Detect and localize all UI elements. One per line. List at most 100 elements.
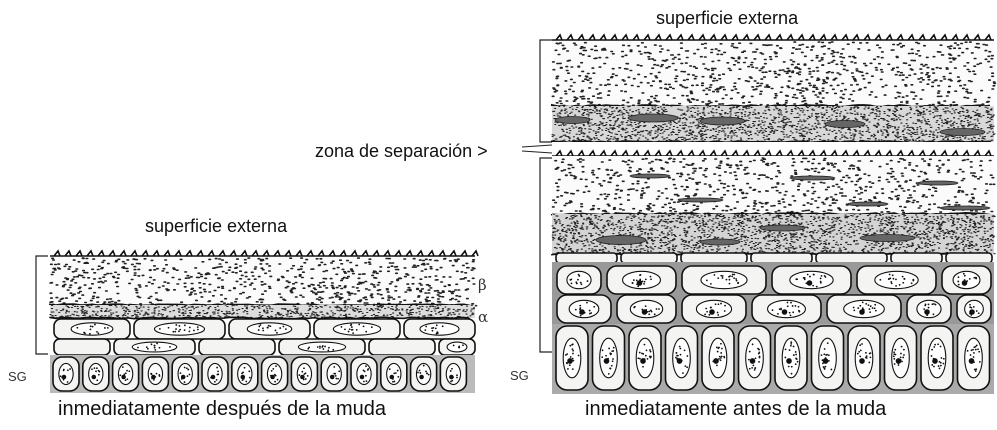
right-basal-cell-1-nucleolus — [604, 358, 610, 364]
right-basal-cell-7-nucleus — [819, 338, 837, 378]
right-basal-cell-3 — [666, 326, 698, 390]
left-basal-cell-2 — [113, 357, 139, 391]
left-basal-cell-3-nucleolus — [151, 375, 156, 380]
new-alpha-lens-2 — [760, 225, 805, 231]
left-basal-cell-8-nucleolus — [300, 375, 305, 380]
right-basal-cell-10-nucleolus — [932, 358, 938, 364]
right-mid-cell-b-6-nucleolus — [969, 309, 975, 315]
left-flat-cell-0-nucleus — [71, 323, 113, 335]
right-basal-cell-11 — [958, 326, 990, 390]
left-flat-cell-1 — [134, 319, 225, 339]
right-mid-cell-b-0-nucleolus — [579, 309, 585, 315]
right-mid-cell-b-3 — [752, 295, 821, 323]
right-basal-cell-5-nucleolus — [750, 358, 756, 364]
left-basal-cell-9 — [321, 357, 347, 391]
left-thin-cell-5-nucleus — [447, 342, 467, 352]
right-thin-cell-4 — [816, 253, 887, 263]
old-alpha-lens-2 — [700, 117, 745, 125]
right-basal-cell-6-nucleolus — [786, 358, 792, 364]
right-basal-cell-10 — [921, 326, 953, 390]
left-basal-cell-0-nucleolus — [62, 375, 67, 380]
right-mid-cell-b-3-nucleus — [768, 300, 806, 317]
left-basal-cell-1 — [83, 357, 109, 391]
right-caption: inmediatamente antes de la muda — [585, 398, 886, 421]
right-mid-cell-b-2-nucleus — [696, 300, 731, 317]
right-mid-cell-a-1-nucleolus — [637, 280, 643, 286]
right-mid-cell-a-5-nucleolus — [962, 280, 968, 286]
left-basal-cell-6 — [232, 357, 258, 391]
left-flat-cell-4 — [404, 319, 475, 339]
right-mid-cell-a-4 — [857, 266, 936, 294]
left-basal-cell-11 — [381, 357, 407, 391]
right-basal-cell-8 — [848, 326, 880, 390]
alpha-layer-label: α — [478, 308, 488, 326]
right-basal-cell-2 — [629, 326, 661, 390]
left-thin-cell-5 — [439, 339, 475, 355]
left-basal-cell-9-nucleolus — [330, 375, 335, 380]
left-top-label: superficie externa — [145, 216, 287, 237]
right-basal-cell-4 — [702, 326, 734, 390]
right-basal-cell-5 — [739, 326, 771, 390]
left-flat-cell-2 — [229, 319, 310, 339]
left-thin-cell-0 — [54, 339, 110, 355]
left-basal-cell-1-nucleus — [89, 363, 103, 384]
right-panel-before-molt — [522, 35, 995, 394]
left-basal-cell-1-nucleolus — [92, 375, 97, 380]
new-alpha-lens-0 — [596, 236, 646, 245]
left-flat-cell-4-nucleus — [420, 323, 459, 335]
left-sg-label: SG — [8, 369, 27, 384]
right-mid-cell-b-5-nucleolus — [924, 309, 930, 315]
right-mid-cell-b-1 — [617, 295, 676, 323]
right-mid-cell-b-3-nucleolus — [782, 309, 788, 315]
left-basal-cell-6-nucleus — [238, 363, 252, 384]
right-basal-cell-11-nucleolus — [969, 358, 975, 364]
right-thin-cell-2 — [681, 253, 747, 263]
right-mid-cell-b-5-nucleus — [917, 300, 941, 317]
right-mid-cell-a-2 — [682, 266, 766, 294]
left-basal-cell-13-nucleolus — [449, 375, 454, 380]
left-bracket — [36, 256, 48, 354]
right-basal-cell-4-nucleolus — [713, 358, 719, 364]
right-top-label: superficie externa — [656, 8, 798, 29]
right-mid-cell-b-2 — [682, 295, 746, 323]
right-mid-cell-b-4-nucleus — [844, 300, 885, 317]
left-outer-surface — [50, 251, 478, 256]
left-basal-cell-7 — [262, 357, 288, 391]
right-outer-surface — [552, 35, 994, 40]
left-basal-cell-3 — [142, 357, 168, 391]
right-mid-cell-b-6-nucleus — [965, 300, 984, 317]
right-basal-cell-8-nucleolus — [859, 358, 865, 364]
left-basal-cell-7-nucleolus — [270, 375, 275, 380]
right-basal-cell-6 — [775, 326, 807, 390]
right-basal-cell-3-nucleolus — [677, 358, 683, 364]
right-mid-cell-b-0-nucleus — [569, 300, 599, 317]
new-beta-lens-2 — [918, 181, 958, 185]
left-basal-cell-0-nucleus — [59, 363, 73, 384]
right-basal-cell-7-nucleolus — [823, 358, 829, 364]
right-basal-cell-0-nucleolus — [567, 358, 573, 364]
left-thin-cell-2 — [199, 339, 275, 355]
left-basal-cell-0 — [53, 357, 79, 391]
new-beta-lens-1 — [790, 176, 835, 180]
right-mid-cell-b-5 — [907, 295, 951, 323]
separation-zone — [552, 142, 994, 156]
right-thin-cell-1 — [621, 253, 677, 263]
right-mid-cell-a-0 — [557, 266, 601, 294]
left-basal-cell-11-nucleolus — [390, 375, 395, 380]
right-basal-cell-0 — [556, 326, 588, 390]
left-basal-cell-8 — [291, 357, 317, 391]
right-mid-cell-b-1-nucleolus — [642, 309, 648, 315]
left-basal-cell-2-nucleolus — [121, 375, 126, 380]
new-beta-lens-4 — [848, 202, 888, 206]
right-mid-cell-a-3 — [772, 266, 851, 294]
new-alpha-lens-1 — [700, 239, 740, 245]
left-basal-cell-6-nucleolus — [241, 375, 246, 380]
left-basal-cell-12 — [411, 357, 437, 391]
new-alpha-lens-3 — [860, 235, 915, 242]
right-mid-cell-a-5 — [942, 266, 991, 294]
left-basal-cell-5 — [202, 357, 228, 391]
left-panel-after-molt — [36, 251, 478, 393]
right-sg-label: SG — [510, 368, 529, 383]
right-basal-cell-9-nucleolus — [896, 358, 902, 364]
